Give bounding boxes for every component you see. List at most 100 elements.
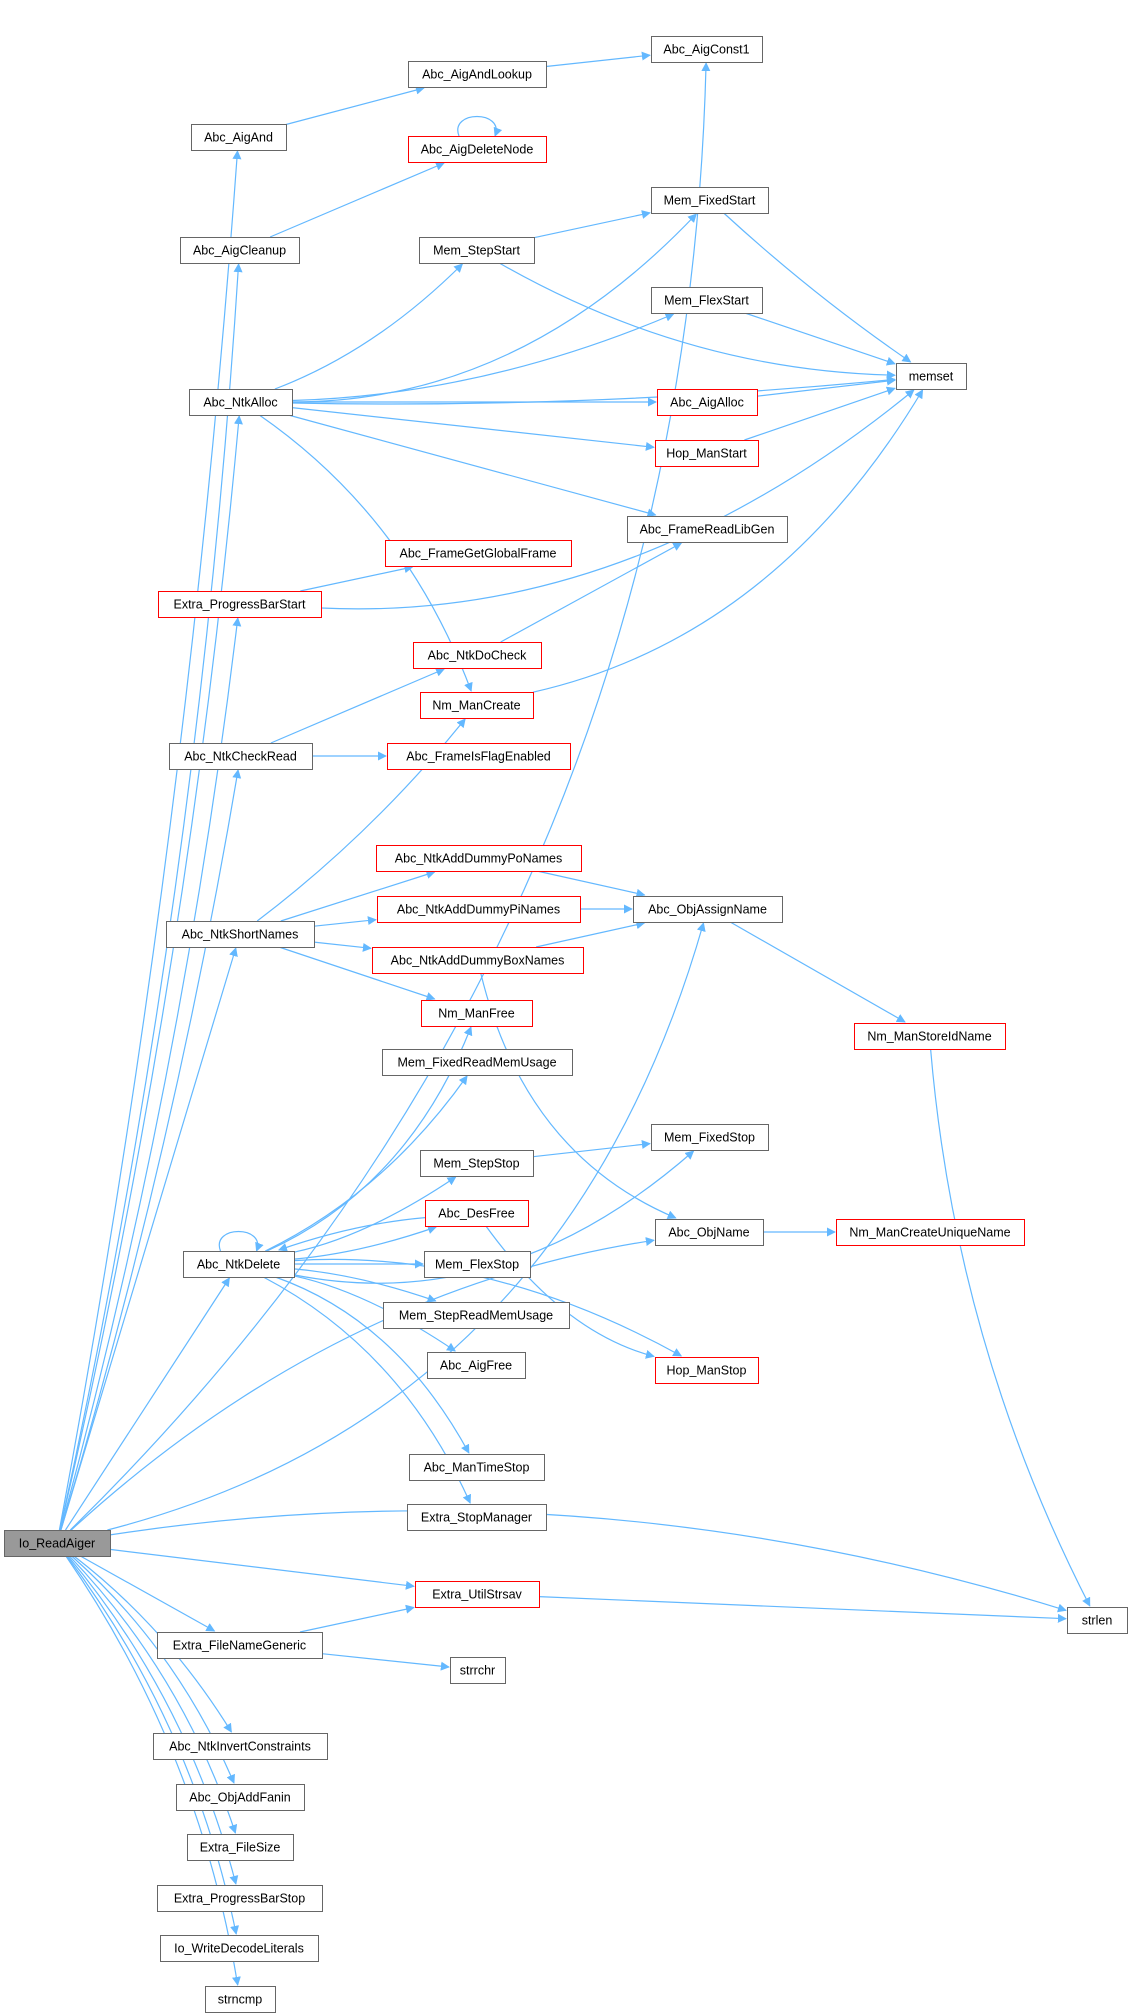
node-box[interactable] — [407, 1504, 547, 1531]
node-extra-progressbarstart[interactable]: Extra_ProgressBarStart — [158, 591, 322, 618]
node-strlen[interactable]: strlen — [1067, 1607, 1128, 1634]
node-box[interactable] — [421, 1000, 533, 1027]
node-abc-ntkadddummypinames[interactable]: Abc_NtkAddDummyPiNames — [377, 896, 581, 923]
node-mem-fixedstop[interactable]: Mem_FixedStop — [651, 1124, 769, 1151]
node-abc-aigconst1[interactable]: Abc_AigConst1 — [651, 36, 763, 63]
node-box[interactable] — [627, 516, 788, 543]
node-box[interactable] — [655, 1219, 764, 1246]
node-box[interactable] — [183, 1251, 295, 1278]
node-mem-flexstart[interactable]: Mem_FlexStart — [651, 287, 763, 314]
node-mem-fixedstart[interactable]: Mem_FixedStart — [651, 187, 769, 214]
node-abc-ntkcheckread[interactable]: Abc_NtkCheckRead — [169, 743, 313, 770]
node-box[interactable] — [1067, 1607, 1128, 1634]
node-box[interactable] — [427, 1352, 526, 1379]
node-abc-ntkadddummyboxnames[interactable]: Abc_NtkAddDummyBoxNames — [372, 947, 584, 974]
node-extra-progressbarstop[interactable]: Extra_ProgressBarStop — [157, 1885, 323, 1912]
node-mem-stepstop[interactable]: Mem_StepStop — [420, 1150, 534, 1177]
node-box[interactable] — [383, 1302, 570, 1329]
node-mem-stepstart[interactable]: Mem_StepStart — [419, 237, 535, 264]
node-box[interactable] — [160, 1935, 319, 1962]
node-box[interactable] — [424, 1251, 531, 1278]
node-box[interactable] — [158, 591, 322, 618]
node-box[interactable] — [387, 743, 571, 770]
node-box[interactable] — [896, 363, 967, 390]
node-hop-manstop[interactable]: Hop_ManStop — [655, 1357, 759, 1384]
node-hop-manstart[interactable]: Hop_ManStart — [655, 440, 759, 467]
node-box[interactable] — [651, 36, 763, 63]
node-box[interactable] — [376, 845, 582, 872]
node-abc-objassignname[interactable]: Abc_ObjAssignName — [633, 896, 783, 923]
node-box[interactable] — [169, 743, 313, 770]
node-box[interactable] — [651, 1124, 769, 1151]
node-strncmp[interactable]: strncmp — [205, 1986, 276, 2013]
node-box[interactable] — [415, 1581, 540, 1608]
node-box[interactable] — [385, 540, 572, 567]
node-box[interactable] — [655, 440, 759, 467]
node-mem-stepreadmemusage[interactable]: Mem_StepReadMemUsage — [383, 1302, 570, 1329]
node-box[interactable] — [409, 1454, 545, 1481]
node-box[interactable] — [425, 1200, 529, 1227]
node-abc-aigdeletenode[interactable]: Abc_AigDeleteNode — [408, 136, 547, 163]
node-nm-manstoreidname[interactable]: Nm_ManStoreIdName — [854, 1023, 1006, 1050]
node-abc-aigcleanup[interactable]: Abc_AigCleanup — [180, 237, 300, 264]
node-box[interactable] — [205, 1986, 276, 2013]
node-box[interactable] — [157, 1632, 323, 1659]
node-box[interactable] — [408, 61, 547, 88]
node-box[interactable] — [633, 896, 783, 923]
node-box[interactable] — [4, 1530, 111, 1557]
node-abc-objname[interactable]: Abc_ObjName — [655, 1219, 764, 1246]
node-abc-ntkalloc[interactable]: Abc_NtkAlloc — [189, 389, 293, 416]
node-strrchr[interactable]: strrchr — [450, 1657, 506, 1684]
node-abc-ntkshortnames[interactable]: Abc_NtkShortNames — [166, 921, 315, 948]
node-box[interactable] — [419, 237, 535, 264]
node-abc-aigfree[interactable]: Abc_AigFree — [427, 1352, 526, 1379]
node-box[interactable] — [408, 136, 547, 163]
node-abc-aigand[interactable]: Abc_AigAnd — [191, 124, 287, 151]
node-box[interactable] — [420, 692, 534, 719]
node-box[interactable] — [166, 921, 315, 948]
node-box[interactable] — [377, 896, 581, 923]
node-box[interactable] — [176, 1784, 305, 1811]
node-box[interactable] — [157, 1885, 323, 1912]
node-box[interactable] — [450, 1657, 506, 1684]
node-abc-aigandlookup[interactable]: Abc_AigAndLookup — [408, 61, 547, 88]
node-extra-filesize[interactable]: Extra_FileSize — [187, 1834, 294, 1861]
node-abc-objaddfanin[interactable]: Abc_ObjAddFanin — [176, 1784, 305, 1811]
node-extra-stopmanager[interactable]: Extra_StopManager — [407, 1504, 547, 1531]
node-io-readaiger[interactable]: Io_ReadAiger — [4, 1530, 111, 1557]
node-abc-ntkadddummyponames[interactable]: Abc_NtkAddDummyPoNames — [376, 845, 582, 872]
node-box[interactable] — [655, 1357, 759, 1384]
node-abc-framereadlibgen[interactable]: Abc_FrameReadLibGen — [627, 516, 788, 543]
node-abc-frameisflagenabled[interactable]: Abc_FrameIsFlagEnabled — [387, 743, 571, 770]
node-abc-ntkdocheck[interactable]: Abc_NtkDoCheck — [413, 642, 542, 669]
node-box[interactable] — [191, 124, 287, 151]
node-nm-manfree[interactable]: Nm_ManFree — [421, 1000, 533, 1027]
node-box[interactable] — [189, 389, 293, 416]
node-abc-ntkdelete[interactable]: Abc_NtkDelete — [183, 1251, 295, 1278]
node-box[interactable] — [836, 1219, 1025, 1246]
node-box[interactable] — [651, 287, 763, 314]
node-box[interactable] — [657, 389, 758, 416]
node-box[interactable] — [651, 187, 769, 214]
node-box[interactable] — [153, 1733, 328, 1760]
node-mem-fixedreadmemusage[interactable]: Mem_FixedReadMemUsage — [382, 1049, 573, 1076]
node-box[interactable] — [382, 1049, 573, 1076]
node-abc-ntkinvertconstraints[interactable]: Abc_NtkInvertConstraints — [153, 1733, 328, 1760]
node-abc-desfree[interactable]: Abc_DesFree — [425, 1200, 529, 1227]
node-memset[interactable]: memset — [896, 363, 967, 390]
node-box[interactable] — [180, 237, 300, 264]
node-abc-aigalloc[interactable]: Abc_AigAlloc — [657, 389, 758, 416]
node-abc-mantimestop[interactable]: Abc_ManTimeStop — [409, 1454, 545, 1481]
node-extra-utilstrsav[interactable]: Extra_UtilStrsav — [415, 1581, 540, 1608]
node-mem-flexstop[interactable]: Mem_FlexStop — [424, 1251, 531, 1278]
node-nm-mancreateuniquename[interactable]: Nm_ManCreateUniqueName — [836, 1219, 1025, 1246]
node-io-writedecodeliterals[interactable]: Io_WriteDecodeLiterals — [160, 1935, 319, 1962]
node-nm-mancreate[interactable]: Nm_ManCreate — [420, 692, 534, 719]
node-extra-filenamegeneric[interactable]: Extra_FileNameGeneric — [157, 1632, 323, 1659]
node-box[interactable] — [372, 947, 584, 974]
node-box[interactable] — [413, 642, 542, 669]
node-box[interactable] — [420, 1150, 534, 1177]
node-abc-framegetglobalframe[interactable]: Abc_FrameGetGlobalFrame — [385, 540, 572, 567]
node-box[interactable] — [187, 1834, 294, 1861]
node-box[interactable] — [854, 1023, 1006, 1050]
